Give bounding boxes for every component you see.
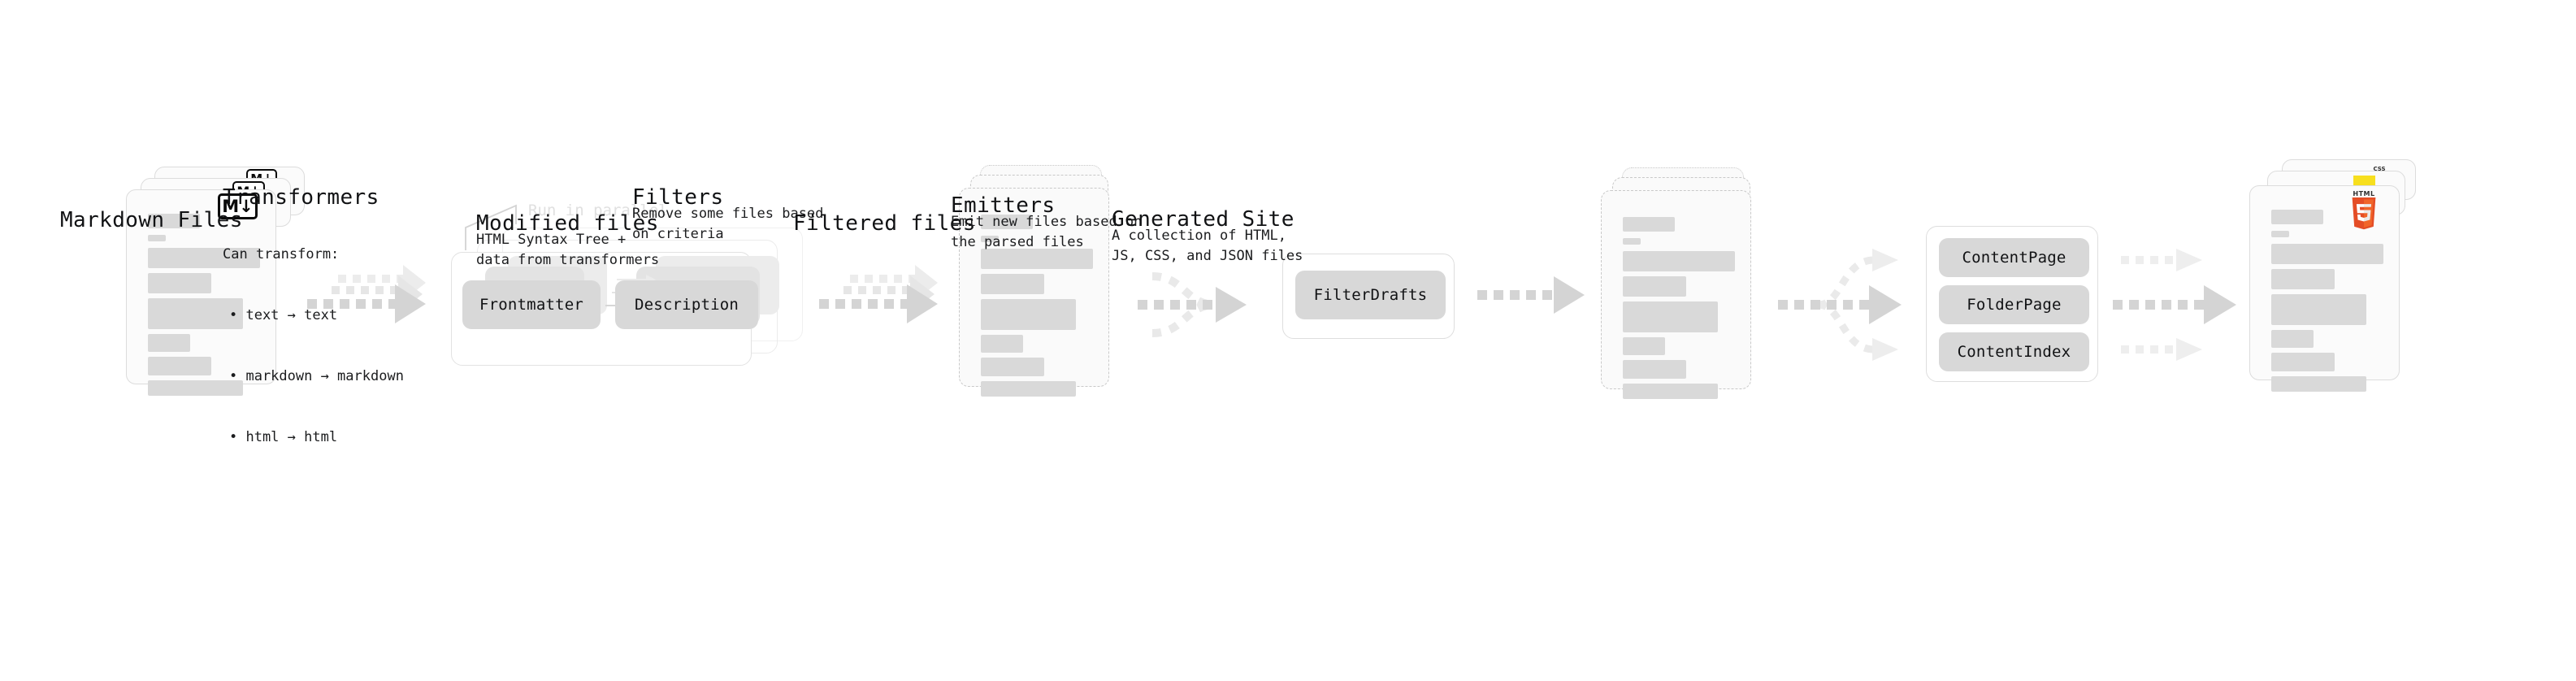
stage-label-emitters: Emitters xyxy=(951,193,1056,218)
markdown-files-stack: M↓ M↓ M↓ xyxy=(126,167,305,427)
skeleton-line xyxy=(981,249,1093,269)
site-card-front xyxy=(2249,185,2400,392)
stage-label-generated-site: Generated Site xyxy=(1112,207,1295,232)
filter-chip-filterdrafts-label: FilterDrafts xyxy=(1313,286,1428,304)
skeleton-line xyxy=(148,357,211,375)
skeleton-line xyxy=(2271,330,2314,348)
skeleton-line xyxy=(1623,238,1641,245)
filters-box: FilterDrafts xyxy=(1282,254,1455,339)
emitter-chip-contentpage-label: ContentPage xyxy=(1962,249,2066,267)
run-in-parallel-bracket xyxy=(465,204,517,250)
stage-label-modified-files: Modified files xyxy=(476,211,659,236)
stage-desc-emitters: Emit new files based on the parsed files xyxy=(951,214,1143,250)
skeleton-line xyxy=(148,334,190,352)
connector-transformers-to-modified xyxy=(819,265,938,323)
skeleton-line xyxy=(148,235,166,241)
modified-files-stack xyxy=(957,165,1136,433)
emitter-chip-folderpage[interactable]: FolderPage xyxy=(1939,285,2089,324)
skeleton-line xyxy=(2271,353,2335,371)
connector-md-to-transformers xyxy=(307,265,426,323)
transform-rule-1: • text → text xyxy=(229,307,338,323)
skeleton-line xyxy=(981,335,1023,353)
skeleton-line xyxy=(1623,360,1686,379)
skeleton-line xyxy=(981,274,1044,294)
transformer-chip-frontmatter[interactable]: Frontmatter xyxy=(462,280,601,329)
stage-desc-filters: Remove some files based on criteria xyxy=(632,206,824,242)
skeleton-line xyxy=(1623,337,1665,355)
html5-icon-wordmark: HTML xyxy=(2353,190,2375,197)
connector-filtered-to-emitters xyxy=(1778,249,1902,361)
skeleton-line xyxy=(981,358,1044,376)
filtered-files-stack xyxy=(1599,167,1778,436)
emitter-chip-contentindex[interactable]: ContentIndex xyxy=(1939,332,2089,371)
transform-rule-3: • html → html xyxy=(229,429,338,445)
run-in-parallel-label: Run in parallel xyxy=(528,202,668,219)
stage-desc-modified-files: HTML Syntax Tree + data from transformer… xyxy=(476,232,660,268)
markdown-icon: M↓ xyxy=(218,193,258,219)
emitter-chip-folderpage-label: FolderPage xyxy=(1967,296,2062,314)
skeleton-line xyxy=(2271,269,2335,289)
skeleton-line xyxy=(2271,231,2289,237)
generated-site-stack: CSS HTML xyxy=(2249,159,2436,427)
connector-modified-to-filters xyxy=(1138,272,1247,337)
skeleton-line xyxy=(1623,301,1718,332)
skeleton-line xyxy=(1623,251,1735,271)
skeleton-line xyxy=(148,273,211,293)
transformer-chip-description[interactable]: Description xyxy=(615,280,758,329)
skeleton-line xyxy=(148,248,260,268)
stage-label-markdown-files: Markdown Files xyxy=(60,208,243,232)
markdown-icon-text: M↓ xyxy=(222,196,254,216)
skeleton-line xyxy=(1623,384,1718,399)
stage-label-filtered-files: Filtered files xyxy=(793,211,976,236)
emitters-box: ContentPage FolderPage ContentIndex xyxy=(1926,226,2098,382)
stage-label-filters: Filters xyxy=(632,185,724,210)
skeleton-line xyxy=(2271,294,2366,325)
skeleton-line xyxy=(981,236,999,242)
transformers-group: Run in parallel Fron xyxy=(443,202,833,374)
stage-label-transformers: Transformers xyxy=(223,185,379,210)
modified-card-front xyxy=(959,188,1109,397)
skeleton-line xyxy=(981,381,1076,397)
skeleton-line xyxy=(1623,217,1675,232)
skeleton-line xyxy=(148,380,243,396)
skeleton-line xyxy=(2271,210,2323,224)
transform-rule-0: Can transform: xyxy=(223,246,340,262)
stage-desc-generated-site: A collection of HTML, JS, CSS, and JSON … xyxy=(1112,228,1303,264)
skeleton-line xyxy=(1623,276,1686,297)
stage-desc-transformers: Can transform: • text → text • markdown … xyxy=(223,204,404,488)
skeleton-line xyxy=(2271,244,2383,264)
transform-rule-2: • markdown → markdown xyxy=(229,368,404,384)
filtered-card-front xyxy=(1601,190,1751,399)
emitter-chip-contentpage[interactable]: ContentPage xyxy=(1939,238,2089,277)
skeleton-line xyxy=(981,215,1033,229)
markdown-card-front xyxy=(126,189,276,396)
transformer-chip-frontmatter-label: Frontmatter xyxy=(479,296,584,314)
css-badge-text: CSS xyxy=(2373,166,2386,172)
skeleton-line xyxy=(981,299,1076,330)
connector-filters-to-filtered xyxy=(1477,276,1585,314)
html5-icon: HTML xyxy=(2347,190,2381,230)
emitter-chip-contentindex-label: ContentIndex xyxy=(1957,343,2071,361)
transformer-chip-description-label: Description xyxy=(634,296,739,314)
filter-chip-filterdrafts[interactable]: FilterDrafts xyxy=(1295,271,1446,319)
skeleton-line xyxy=(148,298,243,329)
skeleton-line xyxy=(148,214,200,228)
skeleton-line xyxy=(2271,376,2366,392)
connector-emitters-to-site xyxy=(2113,249,2236,361)
